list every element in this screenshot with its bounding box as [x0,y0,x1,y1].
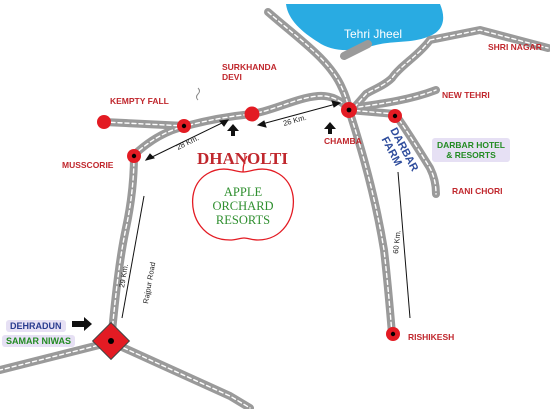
darbar-hotel-line2: & RESORTS [446,150,496,160]
marker-rishikesh [386,327,400,341]
label-surkhanda-line2: DEVI [222,72,242,82]
dist-dehradun-mussoorie: 29 Km. [117,263,130,288]
label-musscorie: MUSSCORIE [62,160,114,170]
apple-outline [191,168,295,241]
label-new-tehri: NEW TEHRI [442,90,490,100]
destination-name: DHANOLTI [197,149,288,168]
resort-line1: APPLE [224,185,263,199]
label-rishikesh: RISHIKESH [408,332,454,342]
dehradun-arrow [72,317,92,331]
darbar-hotel-line1: DARBAR HOTEL [437,140,505,150]
marker-dehradun [91,321,131,361]
marker-mussoorie [127,149,141,163]
label-chamba: CHAMBA [324,136,362,146]
dist-chamba-rishikesh: 60 Km. [391,230,402,255]
label-rajpur-road: Rajpur Road [141,261,157,304]
tehri-jheel-lake [286,4,444,51]
markers [91,102,402,361]
resort-line3: RESORTS [216,213,270,227]
kempty-fall-squiggle [196,87,200,101]
label-rani-chori: RANI CHORI [452,186,503,196]
lake-label: Tehri Jheel [344,27,402,41]
dist-dhanolti-chamba: 26 Km. [282,113,307,128]
darbar-hotel-box: DARBAR HOTEL & RESORTS [432,138,510,162]
marker-darbar-farm [388,109,402,123]
dhanolti-up-arrow [227,124,239,136]
distance-arrows [121,100,411,319]
label-kempty-fall: KEMPTY FALL [110,96,169,106]
dehradun-tag: DEHRADUN [6,320,66,332]
label-shri-nagar: SHRI NAGAR [488,42,542,52]
marker-kempty-west [97,115,111,129]
samar-niwas-tag: SAMAR NIWAS [2,335,75,347]
chamba-up-arrow [324,122,336,134]
label-surkhanda-line1: SURKHANDA [222,62,277,72]
label-darbar-farm: DARBAR FARM [379,126,421,174]
up-arrows [227,122,336,136]
resort-line2: ORCHARD [212,199,273,213]
marker-dhanolti [244,106,260,122]
marker-kempty-fall [177,119,191,133]
road-lake-connector [340,40,372,60]
marker-chamba [341,102,357,118]
apple-stem [242,155,248,173]
